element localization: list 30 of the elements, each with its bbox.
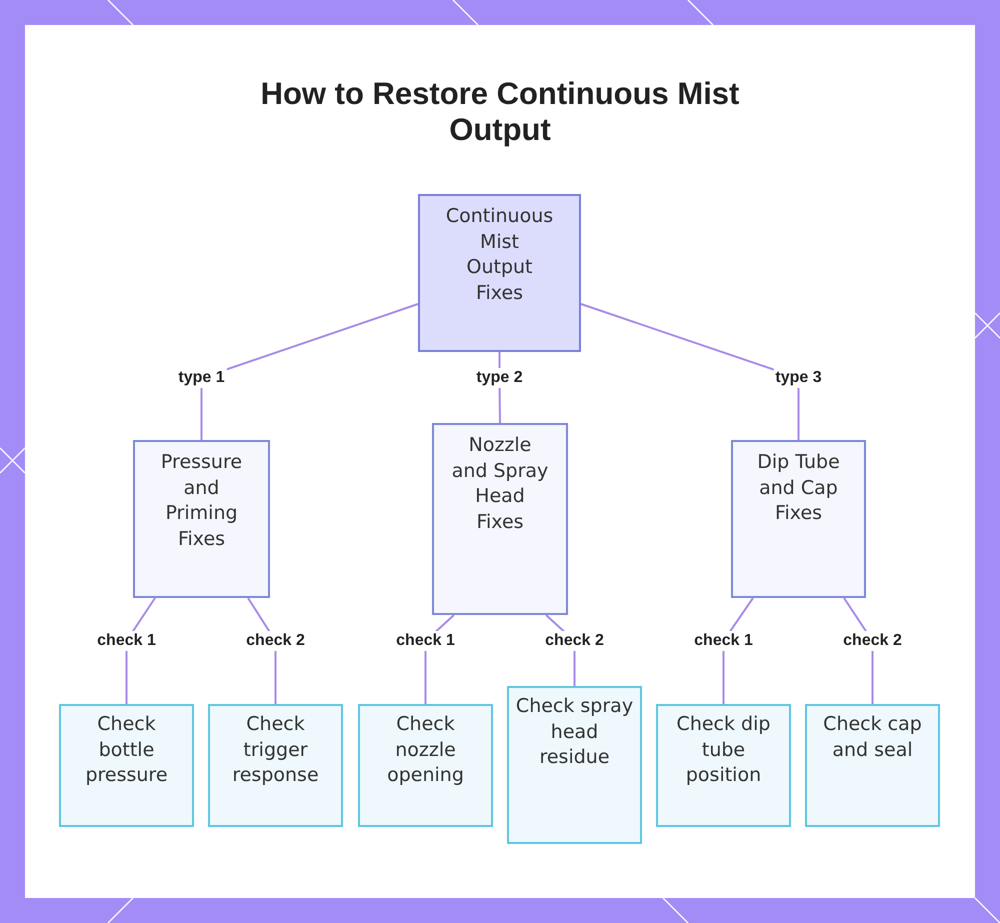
edge-label: check 1 [394, 631, 457, 651]
node-text: Check nozzle opening [386, 712, 465, 788]
node-text: Pressure and Priming Fixes [160, 450, 244, 552]
node-text: Nozzle and Spray Head Fixes [450, 433, 550, 534]
root-box [418, 194, 581, 352]
node-text: Check dip tube position [676, 712, 772, 788]
category-box [432, 423, 568, 615]
node-text: Check bottle pressure [84, 712, 169, 788]
edge-label: type 2 [474, 368, 525, 388]
edge-label: check 2 [244, 631, 307, 651]
node-text: Check spray head residue [514, 694, 634, 770]
edge-label: type 1 [176, 368, 227, 388]
check-box [656, 704, 791, 827]
check-box [358, 704, 493, 827]
category-box [133, 440, 270, 598]
edge-label: check 2 [543, 631, 606, 651]
category-box [731, 440, 866, 598]
edge-label: check 2 [841, 631, 904, 651]
edge-label: check 1 [95, 631, 158, 651]
node-text: Dip Tube and Cap Fixes [756, 450, 841, 526]
check-box [59, 704, 194, 827]
node-text: Check cap and seal [822, 712, 923, 762]
node-text: Check trigger response [231, 712, 320, 788]
check-box [208, 704, 343, 827]
edge-label: check 1 [692, 631, 755, 651]
check-box [805, 704, 940, 827]
node-text: Continuous Mist Output Fixes [444, 204, 554, 306]
check-box [507, 686, 642, 844]
edge-label: type 3 [773, 368, 824, 388]
diagram-title: How to Restore Continuous Mist Output [260, 76, 740, 148]
